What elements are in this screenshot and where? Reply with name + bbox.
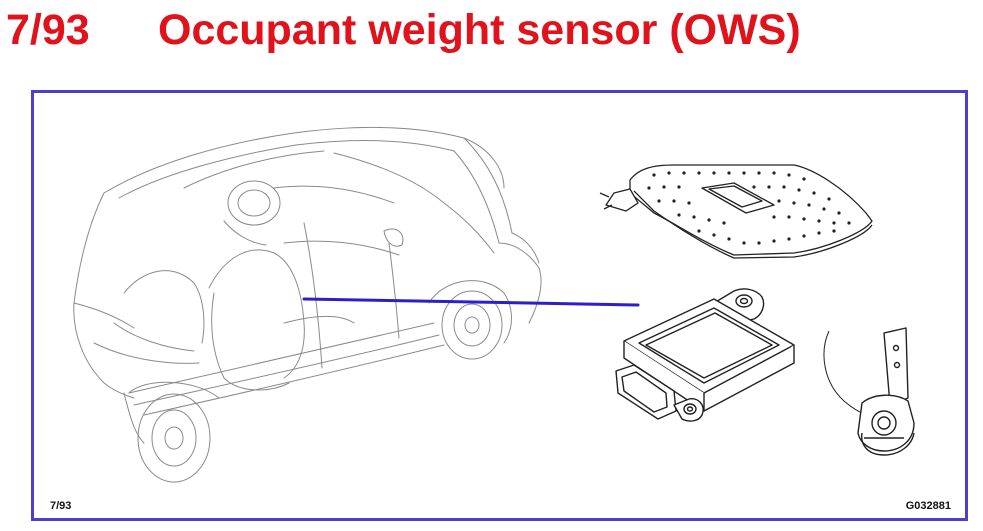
diagram-frame: 7/93 G032881	[31, 90, 968, 521]
figure-code: G032881	[905, 500, 951, 512]
diagram-canvas	[73, 127, 915, 483]
page-header: 7/93 Occupant weight sensor (OWS)	[6, 2, 801, 58]
figure-page-ref: 7/93	[50, 500, 72, 512]
page-number: 7/93	[6, 5, 90, 54]
car-cutaway-icon	[73, 127, 542, 483]
seat-sensor-icon	[823, 327, 915, 456]
leader-line	[302, 297, 640, 307]
control-module-icon	[615, 288, 795, 422]
page-title: Occupant weight sensor (OWS)	[158, 5, 801, 54]
sensor-mat-icon	[599, 164, 873, 259]
